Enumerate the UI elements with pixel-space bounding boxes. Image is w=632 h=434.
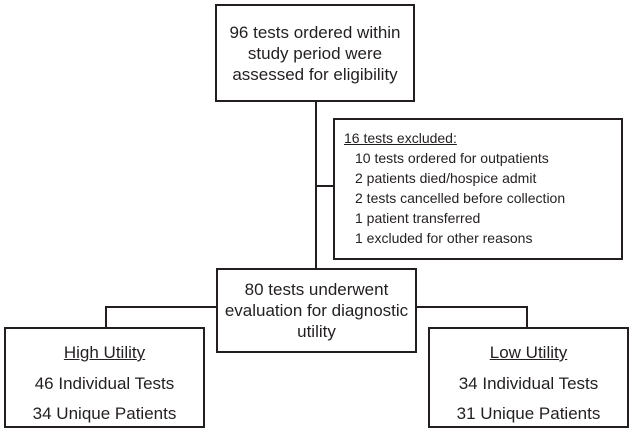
connector-to-excluded [315,185,333,187]
eligibility-box: 96 tests ordered within study period wer… [215,4,415,102]
high-utility-patients: 34 Unique Patients [32,404,177,423]
evaluation-line-3: utility [297,322,336,341]
eligibility-line-3: assessed for eligibility [232,64,398,84]
high-utility-box: High Utility 46 Individual Tests 34 Uniq… [4,327,205,428]
eligibility-line-2: study period were [247,43,383,63]
excluded-title: 16 tests excluded: [344,130,457,146]
high-utility-heading: High Utility [63,343,146,362]
connector-eval-left [105,306,216,308]
evaluation-line-1: 80 tests underwent [244,280,389,299]
evaluation-box: 80 tests underwent evaluation for diagno… [216,268,417,353]
eligibility-line-1: 96 tests ordered within [229,22,401,42]
excluded-item: 10 tests ordered for outpatients [355,150,549,166]
low-utility-tests: 34 Individual Tests [458,374,599,393]
low-utility-box: Low Utility 34 Individual Tests 31 Uniqu… [428,327,629,428]
excluded-item: 2 tests cancelled before collection [355,190,566,206]
low-utility-patients: 31 Unique Patients [456,404,601,423]
connector-left-down [105,306,107,327]
evaluation-line-2: evaluation for diagnostic [224,301,409,320]
high-utility-tests: 46 Individual Tests [34,374,175,393]
excluded-item: 1 excluded for other reasons [355,230,533,246]
low-utility-heading: Low Utility [489,343,568,362]
excluded-box: 16 tests excluded: 10 tests ordered for … [333,118,623,260]
connector-right-down [526,306,528,327]
excluded-item: 2 patients died/hospice admit [355,170,537,186]
excluded-item: 1 patient transferred [355,210,481,226]
connector-eval-right [417,306,528,308]
